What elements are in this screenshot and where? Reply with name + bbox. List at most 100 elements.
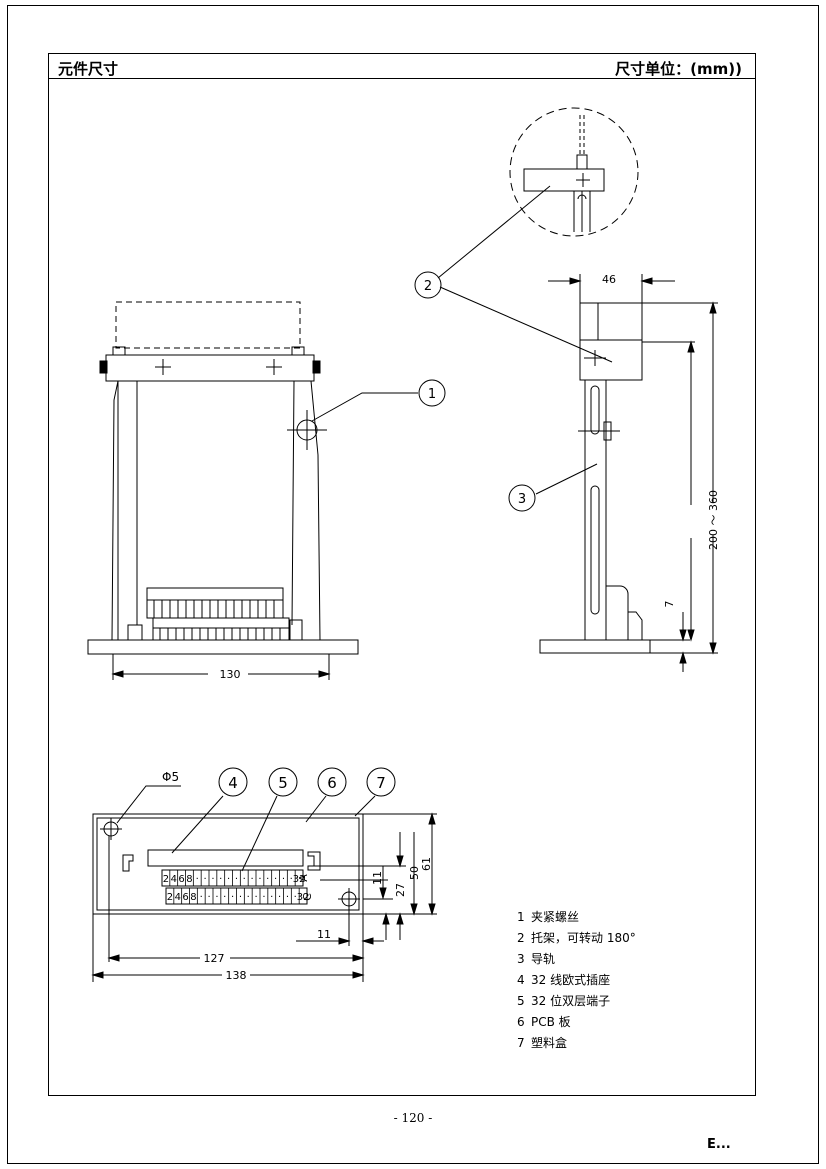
- side-base: [539, 639, 651, 654]
- front-column-left: [117, 381, 138, 640]
- units-label: 尺寸单位：(mm)): [615, 60, 742, 78]
- top-dim-ext: [310, 813, 437, 915]
- front-terminal-mid-lines: [147, 599, 289, 629]
- top-connector-clip-right: [307, 851, 321, 871]
- terminal-cell: 2: [167, 892, 173, 903]
- phi5-leader: [116, 785, 181, 824]
- callout-6-circle: [317, 767, 347, 797]
- side-slot-upper: [590, 385, 600, 435]
- terminal-cell: ·: [286, 892, 289, 903]
- terminal-cell: 8: [190, 892, 196, 903]
- terminal-cell: 6: [182, 892, 188, 903]
- detail-bracket: [523, 168, 605, 192]
- dim-127: 127: [204, 952, 225, 965]
- front-terminal-upper-teeth: [153, 600, 275, 618]
- detail-circle: [509, 107, 639, 237]
- terminal-cell: 6: [178, 874, 184, 885]
- front-dim-arrows: [111, 670, 331, 678]
- top-view: [91, 767, 437, 982]
- front-dashed-module: [115, 301, 301, 349]
- front-knob-left: [99, 360, 108, 374]
- terminal-cell: ·: [243, 874, 246, 885]
- top-plastic-box: [92, 813, 364, 915]
- dim-hole-dia: Φ5: [162, 770, 179, 784]
- terminal-cell: ·: [196, 874, 199, 885]
- terminal-cell: ·: [215, 892, 218, 903]
- terminal-cell: ·: [207, 892, 210, 903]
- front-foot-left: [127, 624, 143, 641]
- callout-5-leader: [241, 795, 278, 872]
- terminal-cell: ·: [258, 874, 261, 885]
- top-connector-clip-left: [122, 854, 134, 872]
- terminal-label-a: A: [297, 874, 310, 882]
- terminal-cell: ·: [211, 874, 214, 885]
- terminal-cell: ·: [200, 892, 203, 903]
- terminal-cell: ·: [231, 892, 234, 903]
- detail-rail: [573, 191, 591, 232]
- terminal-cell: 4: [175, 892, 181, 903]
- front-knob-right: [312, 360, 321, 374]
- side-slot-lower: [590, 485, 600, 615]
- terminal-cell: ·: [274, 874, 277, 885]
- legend-num: 4: [517, 973, 525, 987]
- side-bracket: [579, 339, 643, 381]
- front-base-plate: [87, 639, 359, 655]
- terminal-cell: ·: [266, 874, 269, 885]
- side-rail: [584, 380, 607, 640]
- callout-7-circle: [366, 767, 396, 797]
- callout-5-circle: [268, 767, 298, 797]
- dim200-arrows: [687, 340, 695, 642]
- dim360-arrows: [709, 301, 717, 655]
- corner-mark: E...: [707, 1137, 731, 1152]
- dim127-arrows: [107, 954, 365, 962]
- dim11h-arrows: [338, 937, 374, 945]
- callout-3-label: 3: [518, 492, 526, 507]
- detail-dashed-shaft: [579, 115, 585, 155]
- terminal-cell: ·: [278, 892, 281, 903]
- terminal-cell: ·: [227, 874, 230, 885]
- terminal-cell: ·: [282, 874, 285, 885]
- callout-1-circle: [418, 379, 446, 407]
- terminal-cell: 8: [186, 874, 192, 885]
- callout-5-label: 5: [278, 774, 288, 792]
- front-dim-ext: [112, 654, 330, 680]
- callout-4-label: 4: [228, 774, 238, 792]
- front-screw-cross: [287, 410, 327, 450]
- dim50-arrows: [410, 903, 418, 916]
- side-top-block: [579, 302, 599, 380]
- legend-text: 32 位双层端子: [531, 994, 611, 1008]
- detail-cross: [576, 173, 590, 187]
- front-terminal-lower-teeth: [159, 628, 281, 640]
- terminal-cell: ·: [254, 892, 257, 903]
- dim-27: 27: [394, 883, 407, 897]
- legend-text: 塑料盒: [531, 1036, 568, 1050]
- callout-2-leader-detail: [437, 185, 551, 279]
- top-pcb: [96, 817, 360, 911]
- drawing-frame: [48, 53, 756, 1096]
- front-column-left-taper: [111, 380, 119, 641]
- side-view: [509, 107, 718, 672]
- terminal-cell: ·: [262, 892, 265, 903]
- page-number: - 120 -: [393, 1111, 433, 1125]
- callout-3: [508, 463, 598, 512]
- dim-lower-arrow: [396, 912, 404, 925]
- callout-1-leader: [311, 392, 418, 422]
- terminal-cell: 32: [297, 892, 310, 903]
- terminal-cell: ·: [247, 892, 250, 903]
- dim-11-h: 11: [317, 928, 331, 941]
- top-connector: [147, 849, 304, 867]
- dim-side-width: 46: [602, 273, 616, 286]
- legend-num: 2: [517, 931, 525, 945]
- callout-4-circle: [218, 767, 248, 797]
- dim-138: 138: [226, 969, 247, 982]
- legend-num: 3: [517, 952, 525, 966]
- legend-num: 7: [517, 1036, 525, 1050]
- dim11v-arrow: [382, 912, 390, 925]
- legend-num: 5: [517, 994, 525, 1008]
- terminal-cell: ·: [223, 892, 226, 903]
